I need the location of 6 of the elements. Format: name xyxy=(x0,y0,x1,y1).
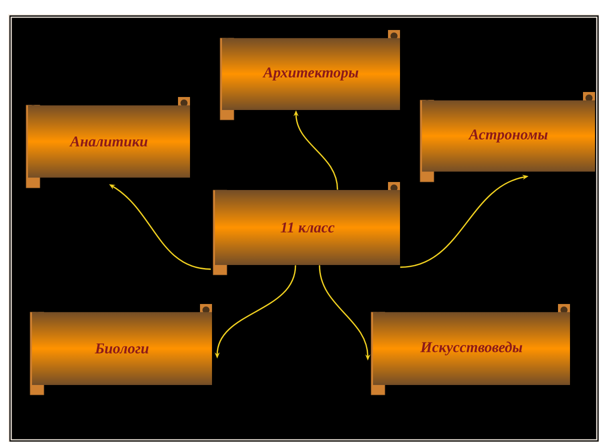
scroll-box: Биологи xyxy=(30,304,212,396)
scroll-box: Астрономы xyxy=(420,92,595,182)
scroll-box: Аналитики xyxy=(26,97,190,188)
scroll-box: 11 класс xyxy=(212,182,400,276)
scroll-box: Искусствоведы xyxy=(370,304,570,396)
scroll-box: Архитекторы xyxy=(220,30,400,120)
